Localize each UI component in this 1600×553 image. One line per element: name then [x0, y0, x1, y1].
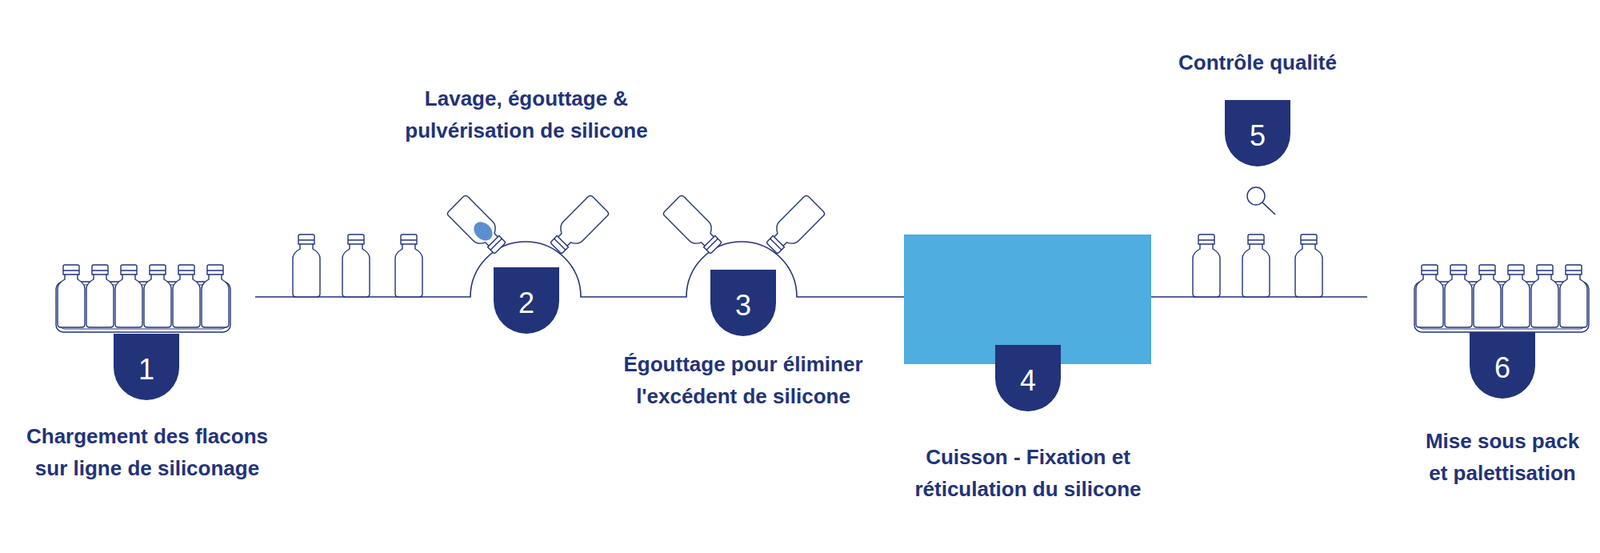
- badge-fill: [113, 333, 180, 400]
- step-caption: Lavage, égouttage & pulvérisation de sil…: [366, 82, 687, 147]
- step-caption: Chargement des flacons sur ligne de sili…: [3, 420, 292, 484]
- step-number: 2: [493, 267, 560, 334]
- vial-outline: [1192, 234, 1220, 297]
- vial-outline: [86, 264, 114, 328]
- step-number: 1: [113, 333, 180, 400]
- vial-icon: [1295, 234, 1323, 297]
- vial-outline: [1502, 264, 1530, 328]
- vial-icon: [1192, 234, 1220, 297]
- vial-icon: [201, 264, 229, 328]
- vial-outline: [762, 194, 826, 258]
- step-caption: Contrôle qualité: [1137, 46, 1378, 79]
- oven-block: [904, 234, 1152, 364]
- vial-icon: [395, 234, 423, 297]
- badge-fill: [995, 344, 1061, 412]
- silicone-drop: [470, 218, 497, 245]
- step-badge: 3Égouttage pour éliminer l'excédent de s…: [710, 269, 776, 336]
- badge-fill: [710, 269, 776, 336]
- vial-outline: [662, 194, 726, 258]
- vial-icon: [662, 194, 726, 258]
- vial-icon: [446, 194, 510, 258]
- badge-fill: [493, 267, 560, 334]
- vial-outline: [342, 234, 370, 297]
- vial-icon: [1242, 234, 1270, 297]
- vial-outline: [57, 264, 85, 328]
- vial-icon: [1502, 264, 1530, 328]
- vial-icon: [172, 264, 200, 328]
- step-caption: Mise sous pack et palettisation: [1414, 424, 1591, 489]
- vial-outline: [1531, 264, 1559, 328]
- vial-icon: [1531, 264, 1559, 328]
- vial-outline: [1416, 264, 1444, 328]
- vial-icon: [546, 194, 610, 258]
- vial-icon: [342, 234, 370, 297]
- vial-outline: [201, 264, 229, 328]
- step-number: 3: [710, 269, 776, 336]
- vial-outline: [115, 264, 143, 328]
- vial-outline: [395, 234, 423, 297]
- step-badge: 4Cuisson - Fixation et réticulation du s…: [995, 344, 1061, 412]
- step-badge: Lavage, égouttage & pulvérisation de sil…: [493, 267, 560, 334]
- vial-icon: [1473, 264, 1501, 328]
- vial-outline: [1295, 234, 1323, 297]
- vial-icon: [57, 264, 85, 328]
- step-number: 4: [995, 344, 1061, 412]
- badge-fill: [1224, 100, 1291, 167]
- step-caption: Cuisson - Fixation et réticulation du si…: [876, 440, 1180, 505]
- vial-outline: [1242, 234, 1270, 297]
- vial-icon: [1444, 264, 1472, 328]
- vial-outline: [546, 194, 610, 258]
- step-badge: 1Chargement des flacons sur ligne de sil…: [113, 333, 180, 400]
- vial-outline: [1560, 264, 1588, 328]
- vial-outline: [1473, 264, 1501, 328]
- vial-outline: [172, 264, 200, 328]
- vial-icon: [1560, 264, 1588, 328]
- step-badge: Contrôle qualité5: [1224, 100, 1291, 167]
- badge-fill: [1469, 332, 1536, 399]
- vial-icon: [292, 234, 320, 297]
- vial-outline: [446, 194, 510, 258]
- vial-icon: [144, 264, 172, 328]
- vial-outline: [292, 234, 320, 297]
- step-caption: Égouttage pour éliminer l'excédent de si…: [595, 348, 892, 412]
- vial-icon: [115, 264, 143, 328]
- step-number: 6: [1469, 332, 1536, 399]
- magnifier-lens: [1247, 187, 1265, 205]
- vial-outline: [144, 264, 172, 328]
- vial-icon: [86, 264, 114, 328]
- vial-icon: [1416, 264, 1444, 328]
- magnifier-handle: [1262, 202, 1276, 215]
- vial-icon: [762, 194, 826, 258]
- step-badge: 6Mise sous pack et palettisation: [1469, 332, 1536, 399]
- step-number: 5: [1224, 100, 1291, 167]
- vial-outline: [1444, 264, 1472, 328]
